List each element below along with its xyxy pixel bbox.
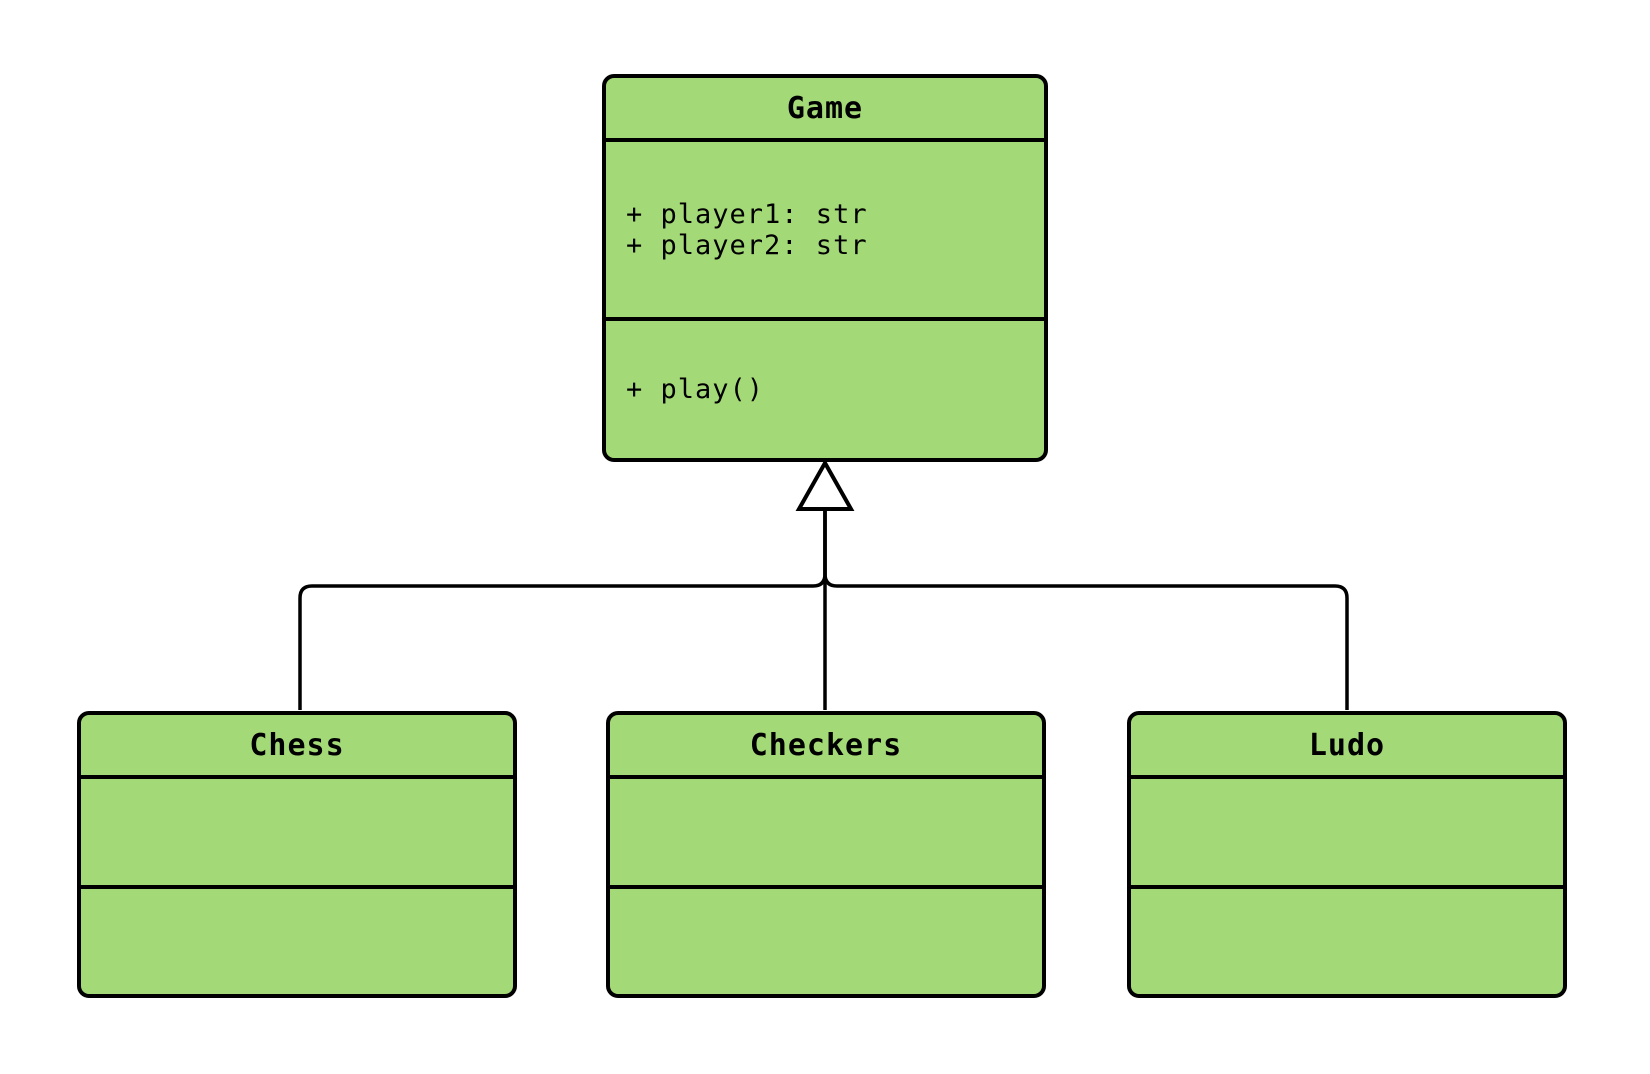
class-box-checkers: Checkers bbox=[606, 711, 1046, 998]
class-title: Checkers bbox=[749, 727, 903, 763]
class-methods-compartment bbox=[610, 885, 1042, 994]
inheritance-edge-chess-game bbox=[298, 508, 827, 710]
class-attributes-compartment bbox=[81, 775, 513, 885]
class-attributes-compartment bbox=[610, 775, 1042, 885]
class-title: Chess bbox=[249, 727, 345, 763]
inheritance-arrowhead-icon bbox=[795, 458, 855, 511]
class-box-ludo: Ludo bbox=[1127, 711, 1567, 998]
method-item: + play() bbox=[626, 374, 765, 405]
class-attributes-compartment bbox=[1131, 775, 1563, 885]
class-methods-compartment: + play() bbox=[606, 317, 1044, 458]
class-box-chess: Chess bbox=[77, 711, 517, 998]
class-attributes-compartment: + player1: str + player2: str bbox=[606, 138, 1044, 317]
class-title: Game bbox=[786, 90, 864, 126]
inheritance-edge-ludo-game bbox=[823, 508, 1349, 710]
class-box-game: Game + player1: str + player2: str + pla… bbox=[602, 74, 1048, 462]
attribute-item: + player1: str bbox=[626, 198, 868, 230]
class-methods-compartment bbox=[1131, 885, 1563, 994]
class-title: Ludo bbox=[1308, 727, 1386, 763]
attribute-item: + player2: str bbox=[626, 229, 868, 261]
class-methods-compartment bbox=[81, 885, 513, 994]
